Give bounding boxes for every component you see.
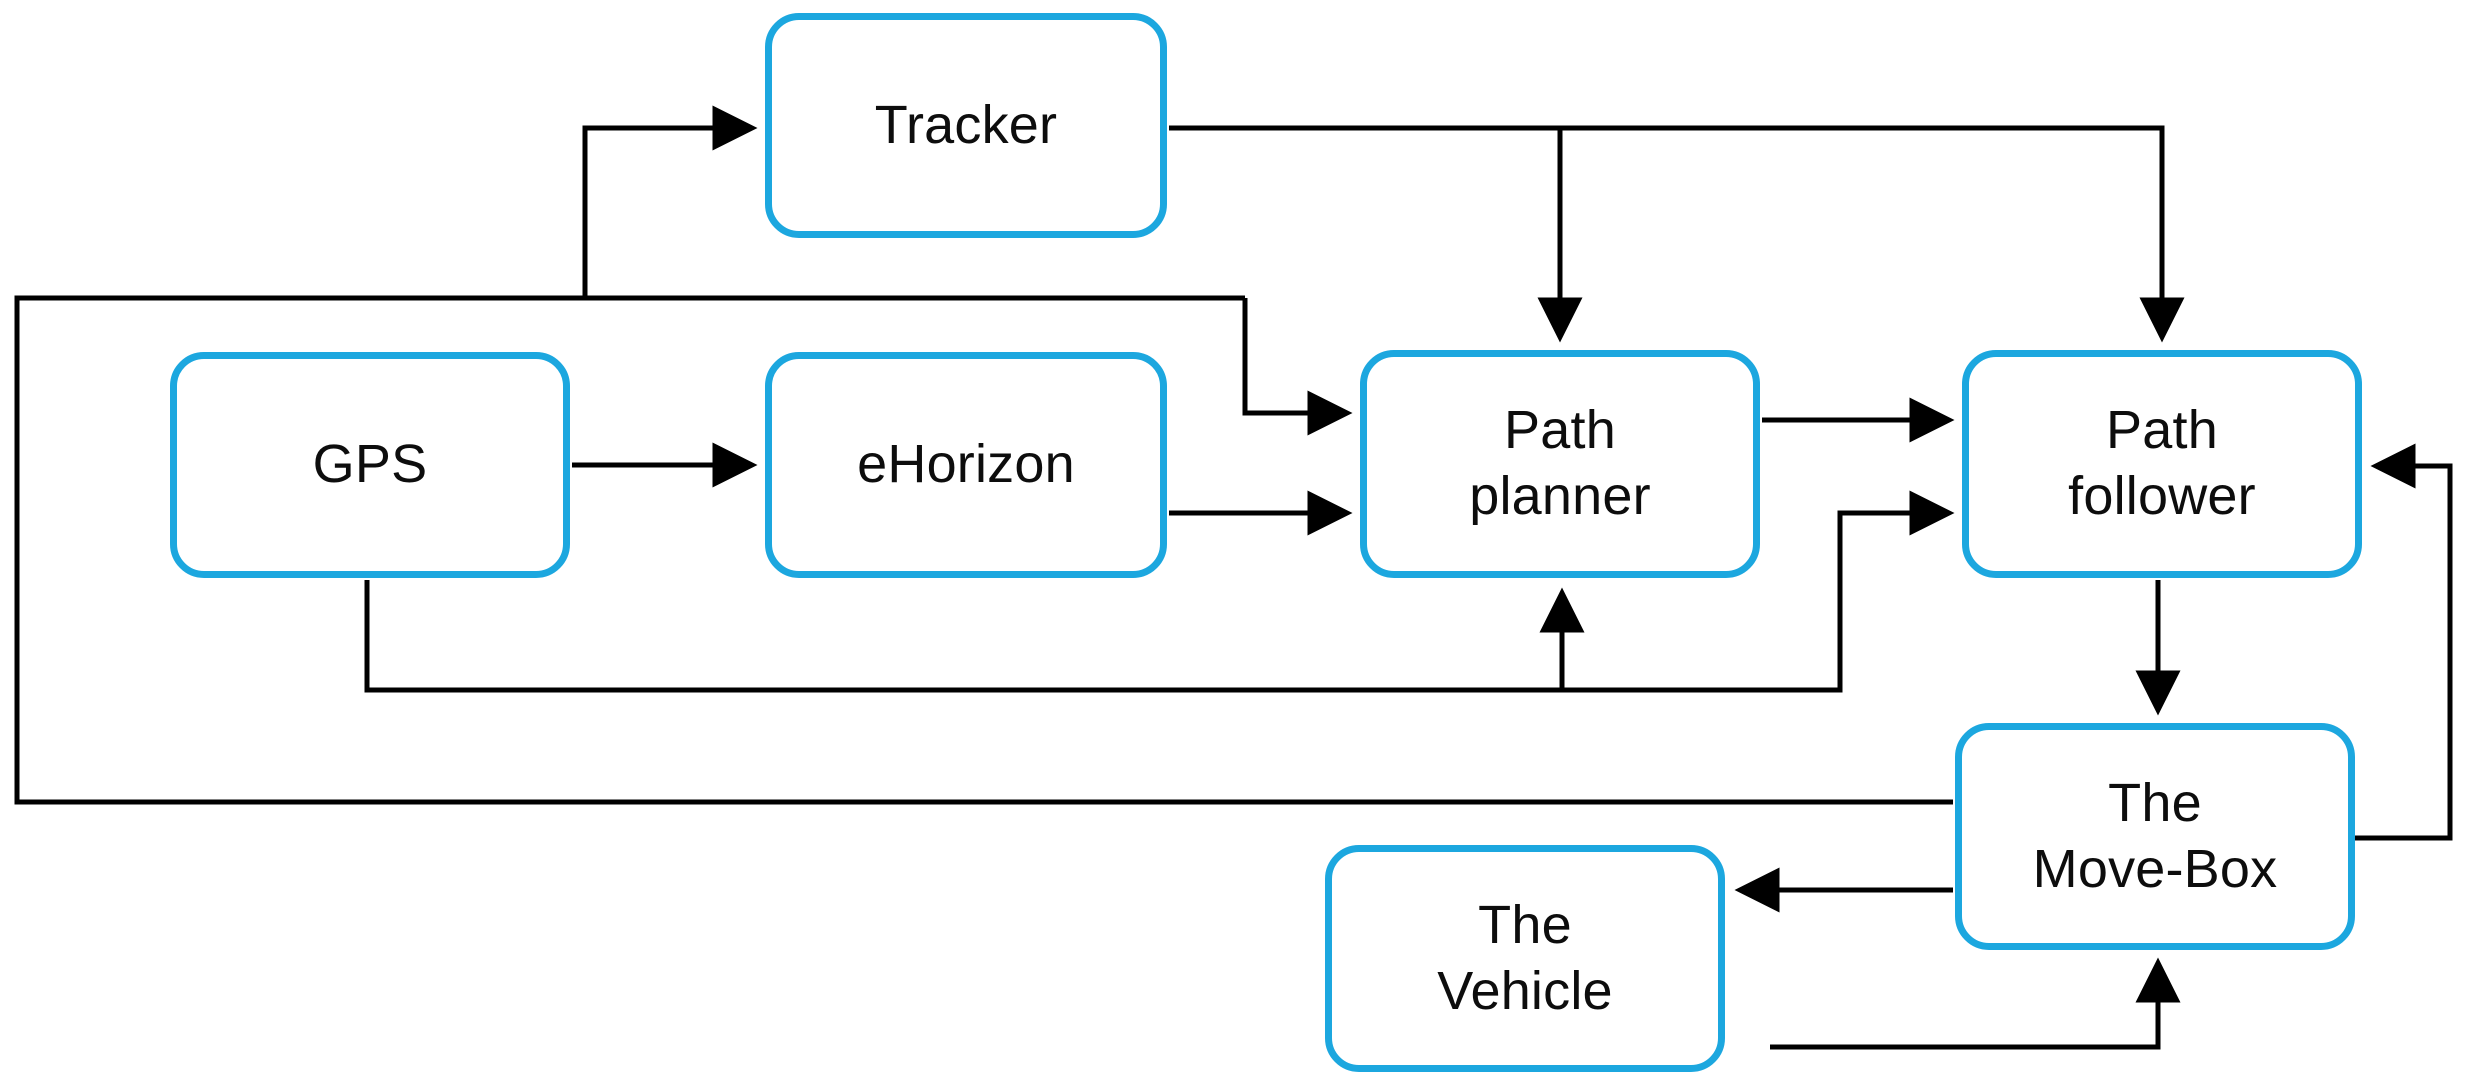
node-vehicle-label: The Vehicle <box>1437 894 1613 1021</box>
edge-move-box-outer-loop-spine <box>14 295 1953 805</box>
node-ehorizon[interactable]: eHorizon <box>765 352 1167 578</box>
edge-outer-loop-to-tracker <box>582 105 758 298</box>
node-tracker[interactable]: Tracker <box>765 13 1167 238</box>
edge-move-box-to-path-follower-feedback <box>2355 443 2453 841</box>
edge-tracker-output-bus <box>1169 125 2185 343</box>
node-path-follower[interactable]: Path follower <box>1962 350 2362 578</box>
node-ehorizon-label: eHorizon <box>857 434 1075 495</box>
node-vehicle[interactable]: The Vehicle <box>1325 845 1725 1072</box>
edge-vehicle-to-move-box <box>1770 957 2181 1050</box>
node-gps-label: GPS <box>312 434 428 495</box>
node-move-box-label: The Move-Box <box>2032 772 2278 899</box>
node-tracker-label: Tracker <box>874 94 1058 155</box>
node-path-planner-label: Path planner <box>1469 400 1651 526</box>
edge-outer-loop-to-path-planner <box>1242 298 1353 436</box>
edge-gps-bottom-bus <box>364 490 1955 693</box>
node-move-box[interactable]: The Move-Box <box>1955 723 2355 950</box>
node-path-planner[interactable]: Path planner <box>1360 350 1760 578</box>
node-path-follower-label: Path follower <box>2068 400 2256 526</box>
node-gps[interactable]: GPS <box>170 352 570 578</box>
